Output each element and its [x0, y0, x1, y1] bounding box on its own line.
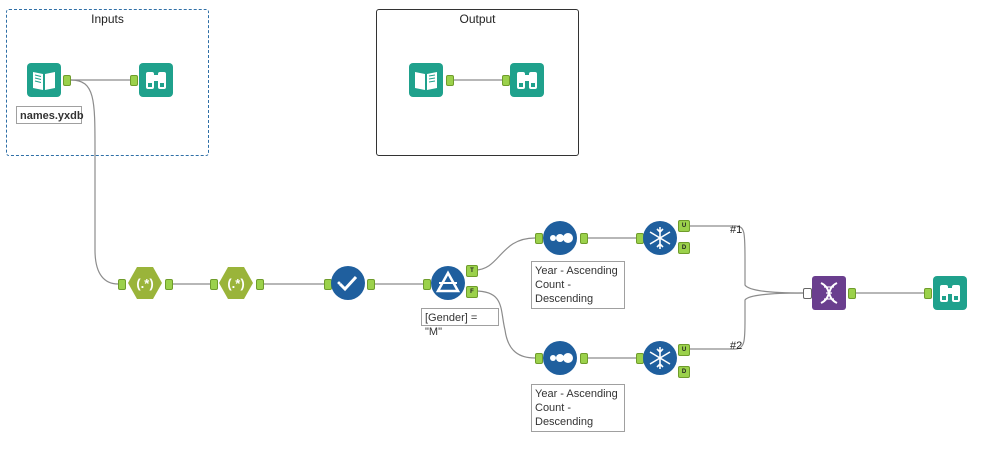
- output-anchor[interactable]: [446, 75, 454, 86]
- input-anchor[interactable]: [535, 233, 543, 244]
- binoculars-browse-icon: [933, 276, 967, 310]
- regex-hexagon-icon: (.*): [219, 267, 253, 299]
- sort-tool-bottom[interactable]: [543, 341, 577, 375]
- dna-union-icon: [812, 276, 846, 310]
- unique-tool-bottom[interactable]: [643, 341, 677, 375]
- final-browse-tool[interactable]: [933, 276, 967, 310]
- unique-tool-top[interactable]: [643, 221, 677, 255]
- annotation-line: Descending: [535, 416, 594, 428]
- sort-dots-icon: [543, 221, 577, 255]
- sort-tool-top[interactable]: [543, 221, 577, 255]
- select-tool[interactable]: [331, 266, 365, 300]
- container-title: Inputs: [91, 12, 124, 26]
- filter-tool[interactable]: [431, 266, 465, 300]
- annotation-text: [Gender] = "M": [425, 312, 478, 338]
- sort-top-annotation[interactable]: Year - Ascending Count - Descending: [531, 261, 625, 309]
- book-input-icon: [27, 63, 61, 97]
- input-data-tool[interactable]: [27, 63, 61, 97]
- annotation-line: Count -: [535, 402, 572, 414]
- input-anchor[interactable]: [924, 288, 932, 299]
- snowflake-unique-icon: [643, 341, 677, 375]
- browse-tool[interactable]: [139, 63, 173, 97]
- filter-true-anchor[interactable]: T: [466, 265, 478, 277]
- union-tool[interactable]: [812, 276, 846, 310]
- annotation-line: Descending: [535, 293, 594, 305]
- svg-text:(.*): (.*): [227, 276, 244, 291]
- input-anchor[interactable]: [118, 279, 126, 290]
- wire-unique-bottom-to-union: [687, 292, 804, 350]
- svg-text:(.*): (.*): [136, 276, 153, 291]
- input-anchor[interactable]: [210, 279, 218, 290]
- book-output-icon: [409, 63, 443, 97]
- output-anchor[interactable]: [580, 353, 588, 364]
- unique-u-anchor[interactable]: U: [678, 220, 690, 232]
- union-input-label-2: #2: [730, 340, 743, 352]
- regex-hexagon-icon: (.*): [128, 267, 162, 299]
- wire-unique-top-to-union: [687, 225, 804, 294]
- input-anchor[interactable]: [502, 75, 510, 86]
- binoculars-browse-icon: [510, 63, 544, 97]
- filter-triangle-icon: [431, 266, 465, 300]
- container-title: Output: [459, 12, 496, 26]
- binoculars-browse-icon: [139, 63, 173, 97]
- output-anchor[interactable]: [580, 233, 588, 244]
- annotation-text: names.yxdb: [20, 110, 84, 122]
- output-data-tool[interactable]: [409, 63, 443, 97]
- annotation-line: Count -: [535, 279, 572, 291]
- output-anchor[interactable]: [367, 279, 375, 290]
- input-anchor[interactable]: [535, 353, 543, 364]
- output-anchor[interactable]: [165, 279, 173, 290]
- filter-annotation[interactable]: [Gender] = "M": [421, 308, 499, 338]
- output-anchor[interactable]: [256, 279, 264, 290]
- annotation-line: Year - Ascending: [535, 388, 618, 400]
- unique-d-anchor[interactable]: D: [678, 366, 690, 378]
- output-container[interactable]: Output: [376, 9, 579, 156]
- sort-dots-icon: [543, 341, 577, 375]
- union-multi-input-anchor[interactable]: [803, 288, 812, 299]
- regex-tool-2[interactable]: (.*): [219, 266, 253, 300]
- snowflake-unique-icon: [643, 221, 677, 255]
- input-anchor[interactable]: [423, 279, 431, 290]
- annotation-line: Year - Ascending: [535, 265, 618, 277]
- checkmark-select-icon: [331, 266, 365, 300]
- input-anchor[interactable]: [130, 75, 138, 86]
- sort-bottom-annotation[interactable]: Year - Ascending Count - Descending: [531, 384, 625, 432]
- output-browse-tool[interactable]: [510, 63, 544, 97]
- wire-input-to-regex1: [70, 79, 119, 285]
- unique-u-anchor[interactable]: U: [678, 344, 690, 356]
- output-anchor[interactable]: [63, 75, 71, 86]
- input-annotation[interactable]: names.yxdb: [16, 106, 84, 124]
- regex-tool-1[interactable]: (.*): [128, 266, 162, 300]
- union-input-label-1: #1: [730, 224, 743, 236]
- output-anchor[interactable]: [848, 288, 856, 299]
- wire-filter-true-to-sort-top: [474, 237, 536, 271]
- wire-filter-false-to-sort-bottom: [474, 290, 536, 359]
- filter-false-anchor[interactable]: F: [466, 286, 478, 298]
- unique-d-anchor[interactable]: D: [678, 242, 690, 254]
- inputs-container[interactable]: Inputs: [6, 9, 209, 156]
